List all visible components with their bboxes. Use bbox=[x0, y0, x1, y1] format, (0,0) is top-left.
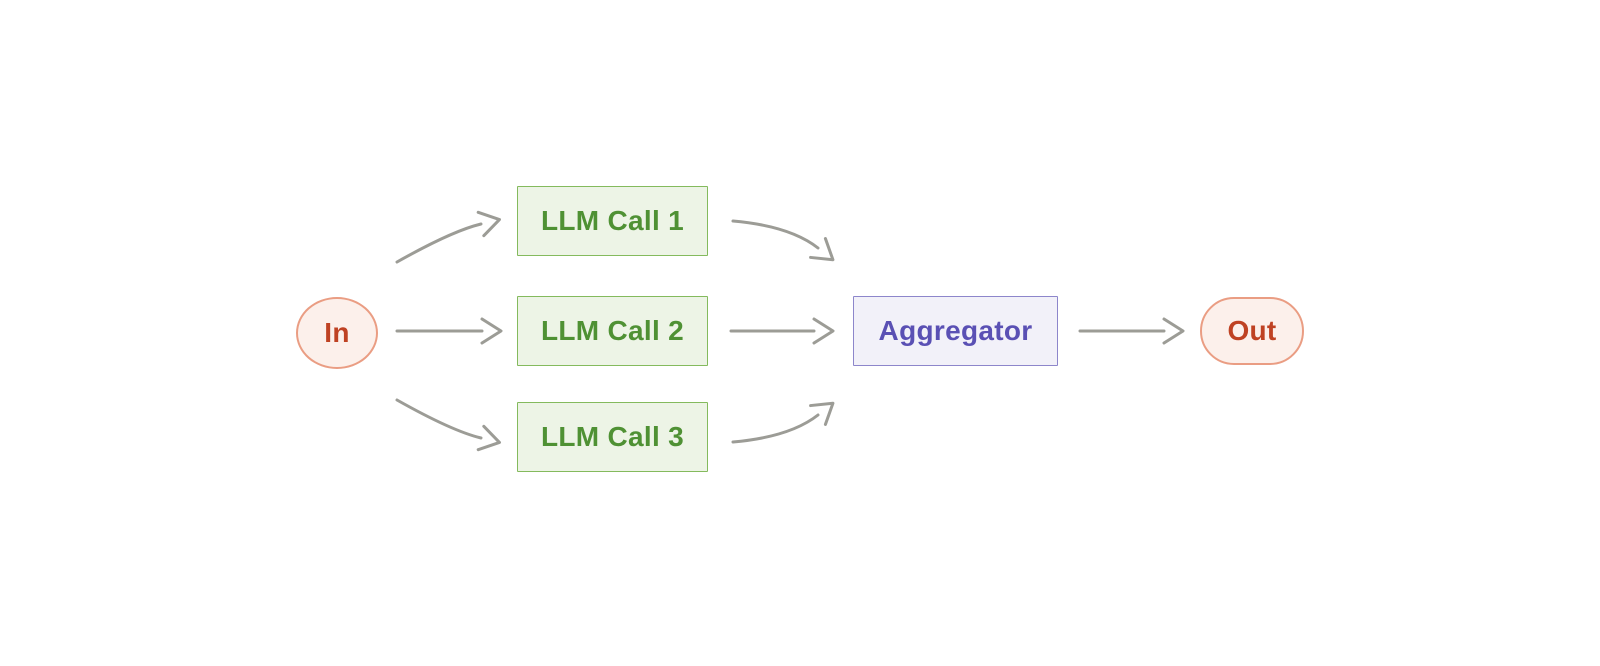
llm-call-3-label: LLM Call 3 bbox=[540, 421, 684, 452]
aggregator-label: Aggregator bbox=[878, 315, 1033, 346]
llm-call-3-node: LLM Call 3 bbox=[517, 402, 708, 472]
arrow-llm-call-1-to-aggregator bbox=[731, 219, 835, 262]
in-node: In bbox=[296, 297, 378, 369]
llm-call-2-node: LLM Call 2 bbox=[517, 296, 708, 366]
out-node: Out bbox=[1200, 297, 1304, 365]
llm-call-1-node: LLM Call 1 bbox=[517, 186, 708, 256]
llm-call-2-label: LLM Call 2 bbox=[540, 315, 684, 346]
arrow-llm-call-3-to-aggregator bbox=[731, 401, 835, 444]
arrow-in-to-llm-call-3 bbox=[395, 398, 501, 452]
in-node-label: In bbox=[324, 317, 350, 348]
llm-call-1-label: LLM Call 1 bbox=[540, 205, 684, 236]
aggregator-node: Aggregator bbox=[853, 296, 1058, 366]
out-node-label: Out bbox=[1227, 315, 1277, 346]
arrow-in-to-llm-call-1 bbox=[395, 210, 501, 264]
